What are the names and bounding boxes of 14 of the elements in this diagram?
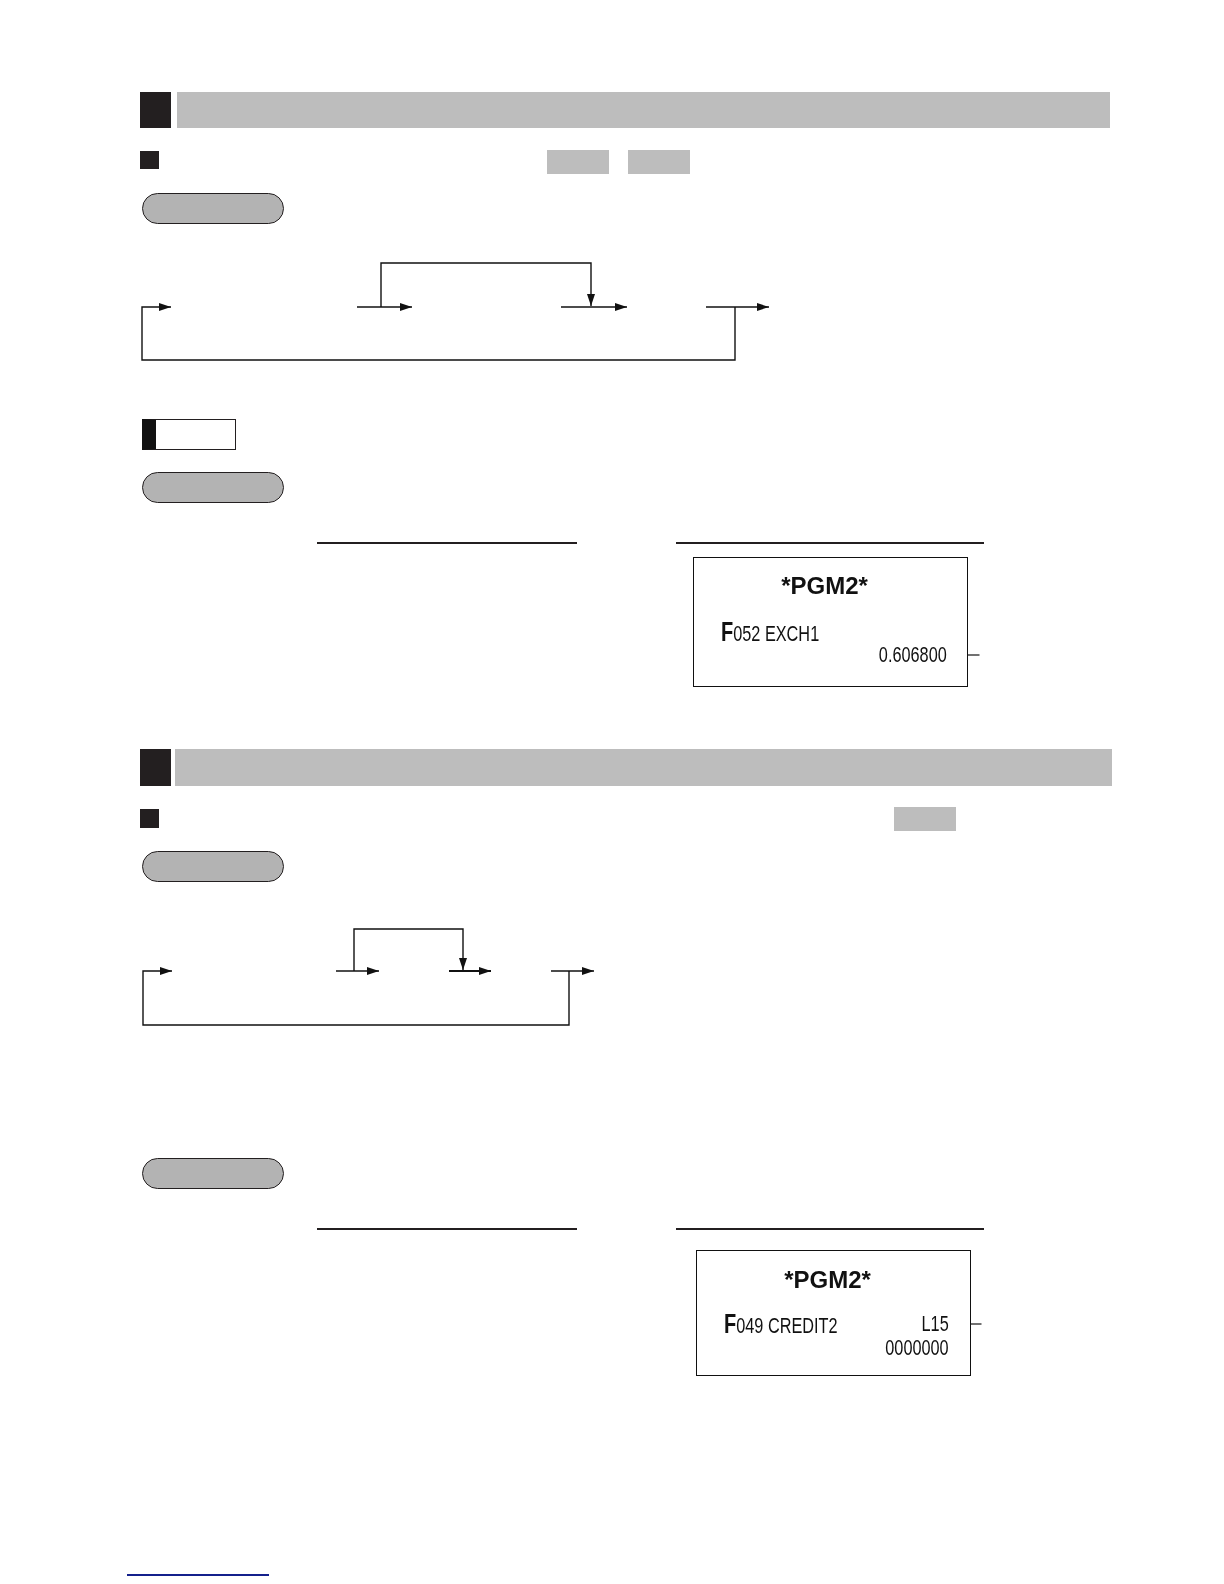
receipt-title: *PGM2* xyxy=(781,574,868,598)
note-tab xyxy=(142,419,236,450)
receipt-printout xyxy=(696,1250,971,1376)
rounded-label-tab xyxy=(142,851,284,882)
rounded-label-tab xyxy=(142,193,284,224)
receipt-title: *PGM2* xyxy=(784,1268,871,1292)
program-code-line: F052 EXCH1 xyxy=(720,621,819,645)
rounded-label-tab xyxy=(142,1158,284,1189)
rate-value: 0.606800 xyxy=(878,644,947,666)
setting-value: L15 xyxy=(921,1313,949,1335)
receipt-printout xyxy=(693,557,968,687)
rounded-label-tab xyxy=(142,472,284,503)
program-code-line: F049 CREDIT2 xyxy=(723,1313,838,1337)
amount-value: 0000000 xyxy=(885,1336,949,1359)
